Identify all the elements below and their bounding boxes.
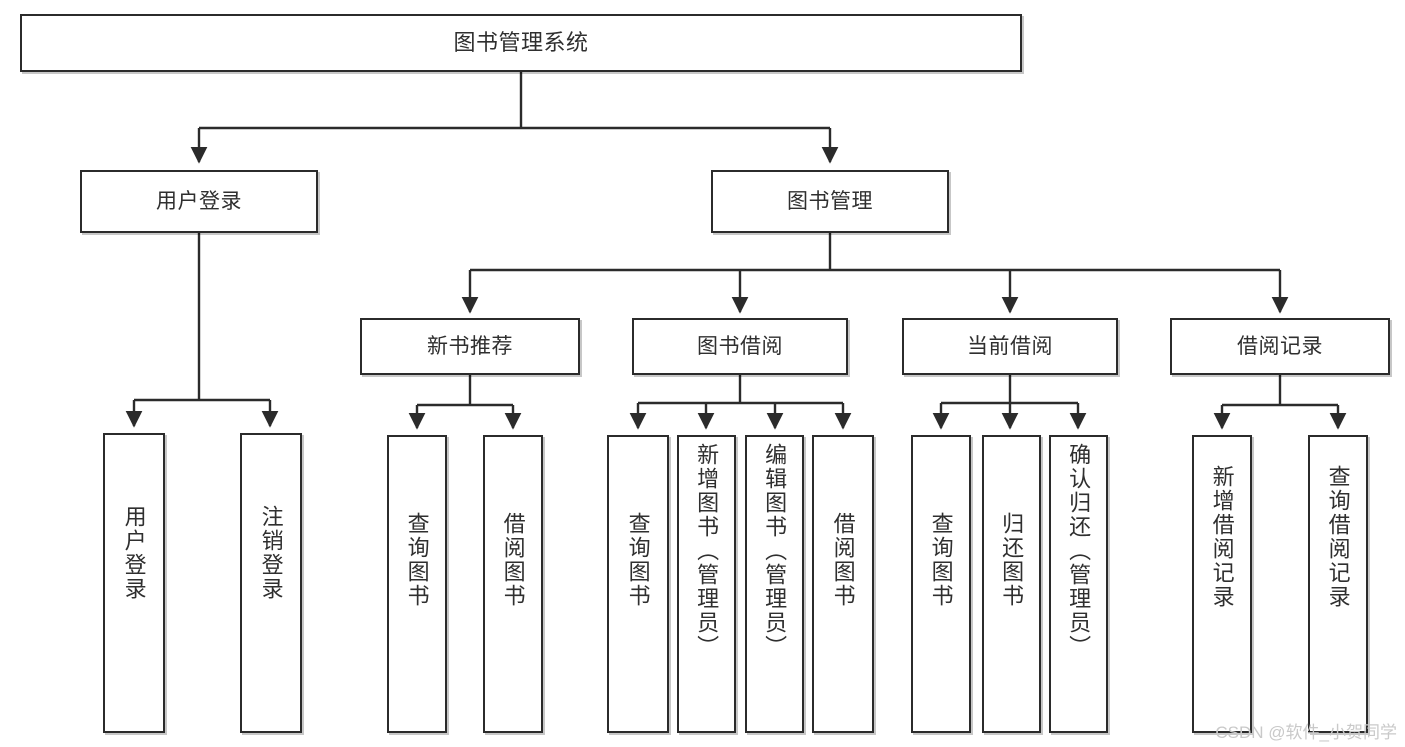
node-leaf-edit-book[interactable]: 编辑图书（管理员）: [745, 435, 804, 733]
node-leaf-borrow-book-2-label: 借阅图书: [830, 512, 856, 608]
node-leaf-query-book-3[interactable]: 查询图书: [911, 435, 971, 733]
node-borrow-record[interactable]: 借阅记录: [1170, 318, 1390, 375]
node-leaf-add-record-label: 新增借阅记录: [1209, 465, 1235, 609]
node-leaf-query-book-2[interactable]: 查询图书: [607, 435, 669, 733]
node-leaf-add-book-label: 新增图书（管理员）: [694, 443, 720, 659]
node-book-manage-label: 图书管理: [787, 189, 873, 213]
node-book-borrow-label: 图书借阅: [697, 334, 783, 358]
node-leaf-query-book-1-label: 查询图书: [404, 512, 430, 608]
node-current-borrow[interactable]: 当前借阅: [902, 318, 1118, 375]
node-leaf-borrow-book-2[interactable]: 借阅图书: [812, 435, 874, 733]
node-book-manage[interactable]: 图书管理: [711, 170, 949, 233]
node-book-borrow[interactable]: 图书借阅: [632, 318, 848, 375]
node-leaf-user-login[interactable]: 用户登录: [103, 433, 165, 733]
csdn-watermark: CSDN @软件_小贺同学: [1215, 723, 1397, 742]
node-leaf-add-book[interactable]: 新增图书（管理员）: [677, 435, 736, 733]
node-leaf-borrow-book-1[interactable]: 借阅图书: [483, 435, 543, 733]
node-leaf-query-record-label: 查询借阅记录: [1325, 465, 1351, 609]
node-leaf-return-book[interactable]: 归还图书: [982, 435, 1041, 733]
node-root-label: 图书管理系统: [453, 29, 589, 55]
node-leaf-query-book-3-label: 查询图书: [928, 512, 954, 608]
node-leaf-query-book-2-label: 查询图书: [625, 512, 651, 608]
node-user-login-label: 用户登录: [156, 189, 242, 213]
node-leaf-confirm-return-label: 确认归还（管理员）: [1066, 443, 1092, 659]
node-leaf-borrow-book-1-label: 借阅图书: [500, 512, 526, 608]
node-leaf-query-book-1[interactable]: 查询图书: [387, 435, 447, 733]
node-user-login[interactable]: 用户登录: [80, 170, 318, 233]
node-new-book-recommend-label: 新书推荐: [427, 334, 513, 358]
node-leaf-logout-login-label: 注销登录: [258, 505, 284, 601]
node-current-borrow-label: 当前借阅: [967, 334, 1053, 358]
node-new-book-recommend[interactable]: 新书推荐: [360, 318, 580, 375]
node-leaf-confirm-return[interactable]: 确认归还（管理员）: [1049, 435, 1108, 733]
node-leaf-query-record[interactable]: 查询借阅记录: [1308, 435, 1368, 733]
node-leaf-return-book-label: 归还图书: [999, 512, 1025, 608]
node-root[interactable]: 图书管理系统: [20, 14, 1022, 72]
node-leaf-user-login-label: 用户登录: [121, 505, 147, 601]
node-leaf-logout-login[interactable]: 注销登录: [240, 433, 302, 733]
node-leaf-add-record[interactable]: 新增借阅记录: [1192, 435, 1252, 733]
node-borrow-record-label: 借阅记录: [1237, 334, 1323, 358]
node-leaf-edit-book-label: 编辑图书（管理员）: [762, 443, 788, 659]
